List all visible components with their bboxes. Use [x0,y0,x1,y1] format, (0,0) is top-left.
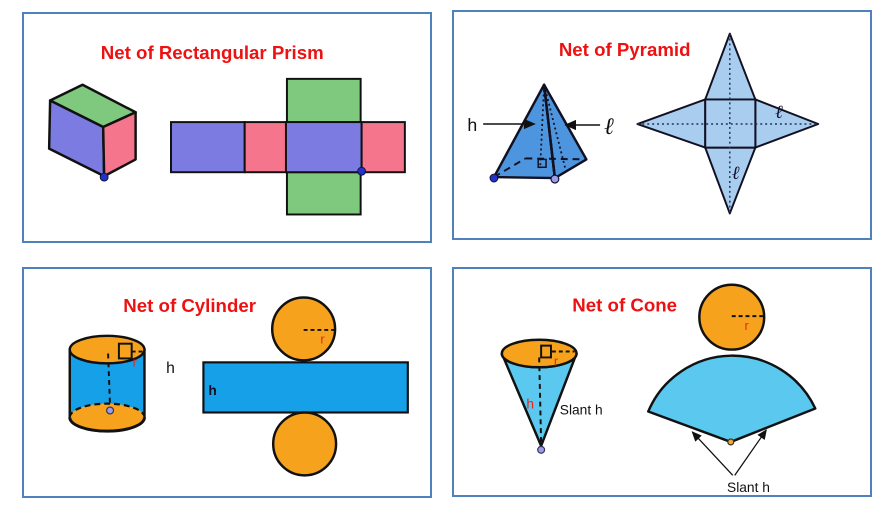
cylinder-bottom-hidden-edge [68,402,146,418]
cone-apex-dot [537,445,546,454]
net-face-pink-1 [243,121,287,174]
prism-diagram: Net of Rectangular Prism [47,42,406,216]
net-ell-label-bottom: ℓ [732,163,740,184]
net-ell-label-right: ℓ [775,102,783,123]
cone-net: r Slant h [647,283,817,495]
net-top-r-label: r [320,332,325,347]
net-face-purple-2 [284,121,363,174]
cone-top-cap [500,338,578,369]
slant-arrow-right [734,429,767,476]
prism-net-vertex-dot [357,166,367,176]
pyramid-right-angle-mark [537,158,547,168]
net-h-label: h [208,383,216,398]
pyramid-front-edge [542,84,557,179]
net-rectangle [202,361,409,414]
pyramid-solid: h ℓ [467,83,614,184]
pyramid-front-vertex-dot [550,174,560,184]
cylinder-axis-dashed [107,353,112,407]
pyramid-ell-label: ℓ [604,112,614,140]
panel-cylinder: Net of Cylinder r h r h [22,267,432,498]
panel-rectangular-prism: Net of Rectangular Prism [22,12,432,243]
panel-title-pyramid: Net of Pyramid [559,39,691,60]
cylinder-h-label: h [166,360,175,377]
cone-slant-label: Slant h [560,402,603,417]
prism-vertex-dot [99,172,109,182]
cylinder-solid: r h [68,334,175,433]
panel-title-prism: Net of Rectangular Prism [101,42,324,63]
net-face-bottom-green [285,171,362,216]
cylinder-diagram: Net of Cylinder r h r h [68,295,409,477]
cylinder-center-dot [106,406,115,415]
pyramid-net: ℓ ℓ [636,32,820,215]
pyramid-h-label: h [467,115,477,135]
net-slant-label: Slant h [727,480,770,495]
pyramid-diagram: Net of Pyramid h ℓ [467,32,820,215]
panel-title-cylinder: Net of Cylinder [123,295,256,316]
net-face-top-green [285,77,362,124]
net-sector-vertex-dot [727,438,735,446]
net-sector [647,354,817,444]
cylinder-bottom-front-edge [68,417,146,433]
panel-pyramid: Net of Pyramid h ℓ [452,10,872,240]
cone-h-label: h [526,397,534,412]
cone-solid: r h Slant h [500,338,603,454]
net-bottom-circle [271,411,338,477]
panel-title-cone: Net of Cone [572,294,677,315]
net-circle-r-label: r [745,318,750,333]
prism-right-face [101,111,137,178]
cylinder-r-label: r [133,354,138,369]
net-circle [698,283,766,351]
cylinder-net: r h [202,296,409,477]
cylinder-bottom-cap [69,403,145,432]
prism-solid [47,83,137,182]
net-face-purple-1 [170,121,246,174]
cone-right-angle-mark [540,344,552,359]
cylinder-top-cap [68,334,146,365]
panel-cone: Net of Cone r h Slant h r [452,267,872,497]
pyramid-left-vertex-dot [489,173,499,183]
pyramid-height-line [539,84,545,169]
net-face-pink-2 [360,121,406,174]
cone-diagram: Net of Cone r h Slant h r [500,283,817,495]
cone-height-dashed [538,357,543,444]
cone-r-label: r [554,353,559,368]
slant-arrow-left [691,431,734,476]
prism-net [170,77,406,216]
pyramid-hidden-edge-right [525,157,587,161]
pyramid-hidden-edge-left [493,157,526,178]
